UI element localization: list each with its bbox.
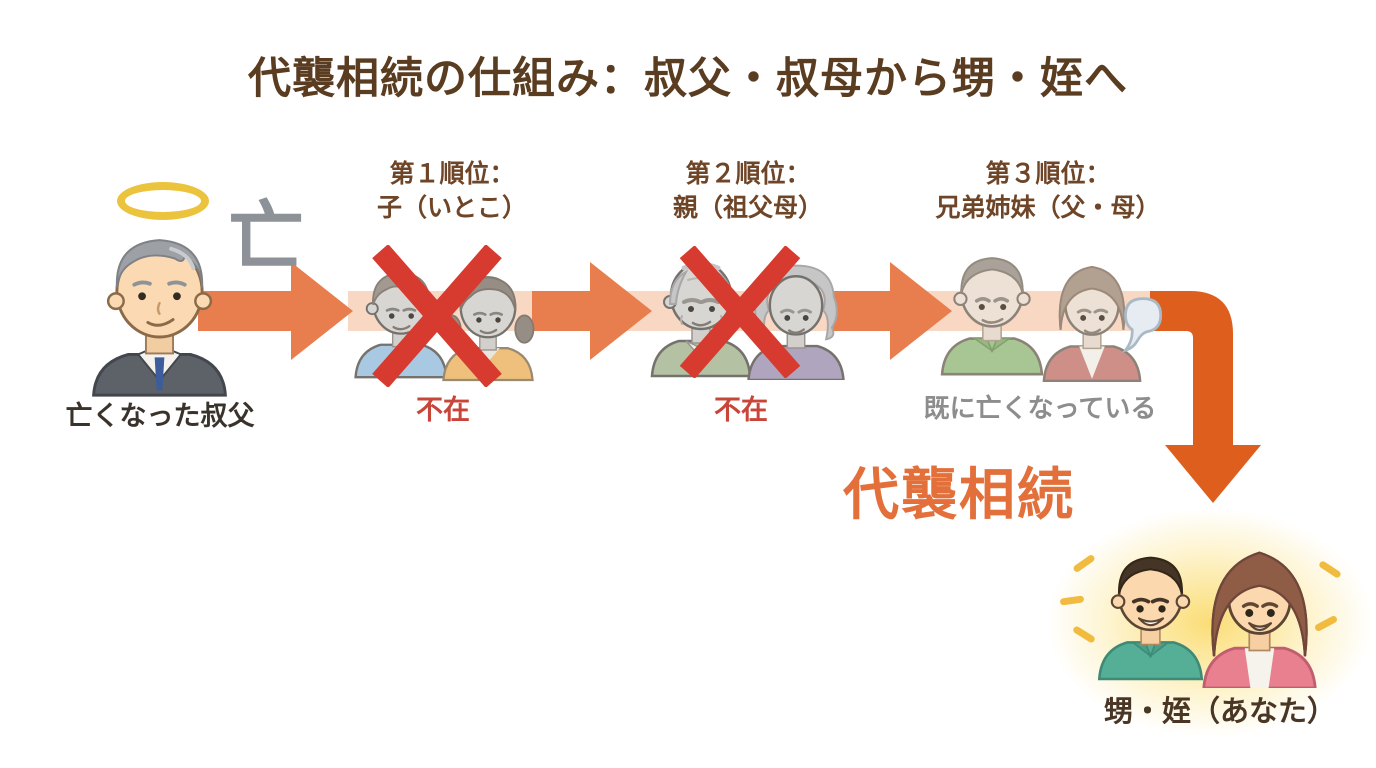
right-arrow-head [291,262,353,360]
rank1-line1: 第１順位： [389,160,515,188]
rank2-line2: 親（祖父母） [672,193,823,222]
rank3-status: 既に亡くなっている [923,393,1157,423]
rank3-line1: 第３順位： [985,160,1111,188]
rank2-line1: 第２順位： [685,160,811,188]
halo-icon [117,182,209,220]
deceased-uncle-label: 亡くなった叔父 [65,401,255,431]
rank1-label: 第１順位： 子（いとこ） [332,158,572,226]
glow-highlight [1050,510,1370,735]
cross-icon [679,246,801,378]
faded-mother-illustration [1042,265,1142,382]
rank3-line2: 兄弟姉妹（父・母） [935,193,1161,222]
soul-icon [1121,297,1163,353]
death-kanji: 亡 [228,195,304,280]
down-arrow-icon [1150,291,1261,503]
nephew-niece-label: 甥・姪（あなた） [1103,696,1336,728]
faded-father-illustration [940,257,1044,376]
rank1-status: 不在 [416,395,470,425]
right-arrow-icon [198,291,293,331]
right-arrow-icon [532,291,592,331]
niece-illustration [1202,551,1317,688]
right-arrow-head [890,262,952,360]
cross-icon [372,245,502,387]
rank3-label: 第３順位： 兄弟姉妹（父・母） [878,158,1218,226]
substitute-inheritance-keyword: 代襲相続 [843,463,1075,526]
deceased-uncle-illustration [92,239,227,397]
rank2-status: 不在 [714,395,768,425]
right-arrow-icon [832,291,892,331]
right-arrow-head [590,262,652,360]
nephew-illustration [1097,556,1204,681]
rank1-line2: 子（いとこ） [376,193,527,222]
page-title: 代襲相続の仕組み：叔父・叔母から甥・姪へ [248,55,1128,103]
rank2-label: 第２順位： 親（祖父母） [628,158,868,226]
